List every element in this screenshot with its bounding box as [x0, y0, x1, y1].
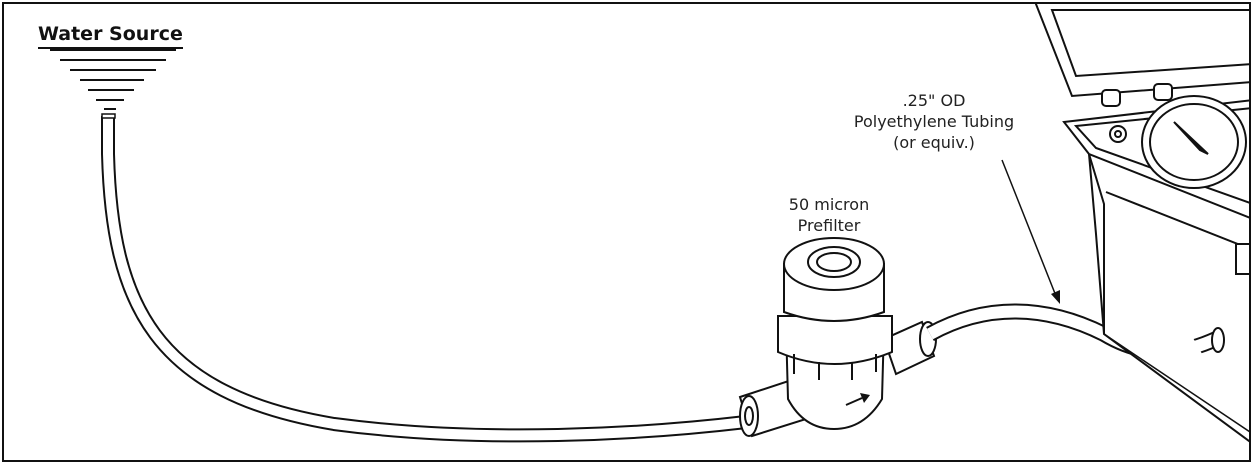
tubing-label-line2: Polyethylene Tubing: [853, 112, 1015, 131]
meter-box: [1034, 4, 1249, 443]
inlet-tubing: [101, 113, 747, 443]
flow-direction-arrow: [845, 393, 870, 406]
diagram-drawing: [50, 4, 1249, 443]
water-source-label: Water Source: [38, 22, 183, 49]
tubing-label-line1: .25" OD: [902, 91, 966, 110]
prefilter-label: 50 micron Prefilter: [764, 194, 894, 236]
tubing-label-line3: (or equiv.): [893, 133, 975, 152]
tubing-label: .25" OD Polyethylene Tubing (or equiv.): [824, 90, 1044, 153]
prefilter-label-line2: Prefilter: [797, 216, 861, 235]
prefilter-label-line1: 50 micron: [788, 195, 870, 214]
pointer-arrow: [1001, 159, 1060, 304]
water-source-symbol: [50, 49, 176, 110]
prefilter-body: [738, 237, 937, 438]
